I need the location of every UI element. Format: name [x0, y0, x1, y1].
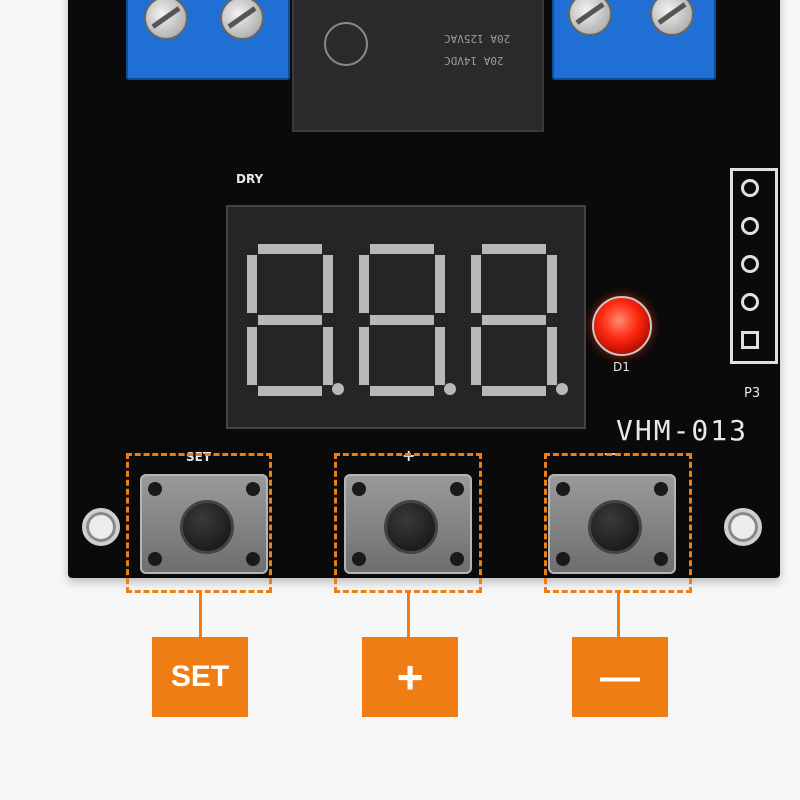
header-pin-square: [741, 331, 759, 349]
button-leg: [246, 482, 260, 496]
dry-label: DRY: [236, 172, 264, 186]
button-leg: [450, 482, 464, 496]
button-leg: [148, 482, 162, 496]
mounting-hole-right: [724, 508, 762, 546]
minus-button[interactable]: [548, 474, 676, 574]
button-leg: [556, 552, 570, 566]
model-label: VHM-013: [616, 414, 749, 447]
button-leg: [654, 552, 668, 566]
set-callout: SET: [152, 637, 248, 717]
relay-rating-line-2: 20A 14VDC: [444, 54, 504, 67]
screw-icon: [650, 0, 694, 36]
button-leg: [148, 552, 162, 566]
button-leg: [556, 482, 570, 496]
plus-leader-line: [407, 593, 410, 637]
button-cap[interactable]: [588, 500, 642, 554]
header-pin: [741, 179, 759, 197]
terminal-block-right: [552, 0, 716, 80]
button-leg: [352, 482, 366, 496]
relay: 20A 125VAC 20A 14VDC: [292, 0, 544, 132]
pin-header-p3: [730, 168, 778, 364]
minus-highlight-box: [544, 453, 692, 593]
header-pin: [741, 293, 759, 311]
button-cap[interactable]: [180, 500, 234, 554]
plus-highlight-box: [334, 453, 482, 593]
button-leg: [450, 552, 464, 566]
status-led: [592, 296, 652, 356]
screw-icon: [568, 0, 612, 36]
terminal-block-left: [126, 0, 290, 80]
screw-icon: [220, 0, 264, 40]
mounting-hole-left: [82, 508, 120, 546]
plus-callout: +: [362, 637, 458, 717]
led-label: D1: [613, 360, 630, 374]
relay-cert-logo: [324, 22, 368, 66]
set-button[interactable]: [140, 474, 268, 574]
header-label: P3: [744, 386, 761, 401]
button-leg: [246, 552, 260, 566]
minus-callout: —: [572, 637, 668, 717]
seven-segment-display: [226, 205, 586, 429]
digit-3: [471, 244, 568, 396]
relay-rating-line-1: 20A 125VAC: [444, 32, 511, 45]
digit-2: [359, 244, 456, 396]
button-leg: [654, 482, 668, 496]
digit-1: [247, 244, 344, 396]
screw-icon: [144, 0, 188, 40]
button-cap[interactable]: [384, 500, 438, 554]
header-pin: [741, 217, 759, 235]
set-highlight-box: [126, 453, 272, 593]
minus-leader-line: [617, 593, 620, 637]
set-leader-line: [199, 593, 202, 637]
plus-button[interactable]: [344, 474, 472, 574]
header-pin: [741, 255, 759, 273]
button-leg: [352, 552, 366, 566]
